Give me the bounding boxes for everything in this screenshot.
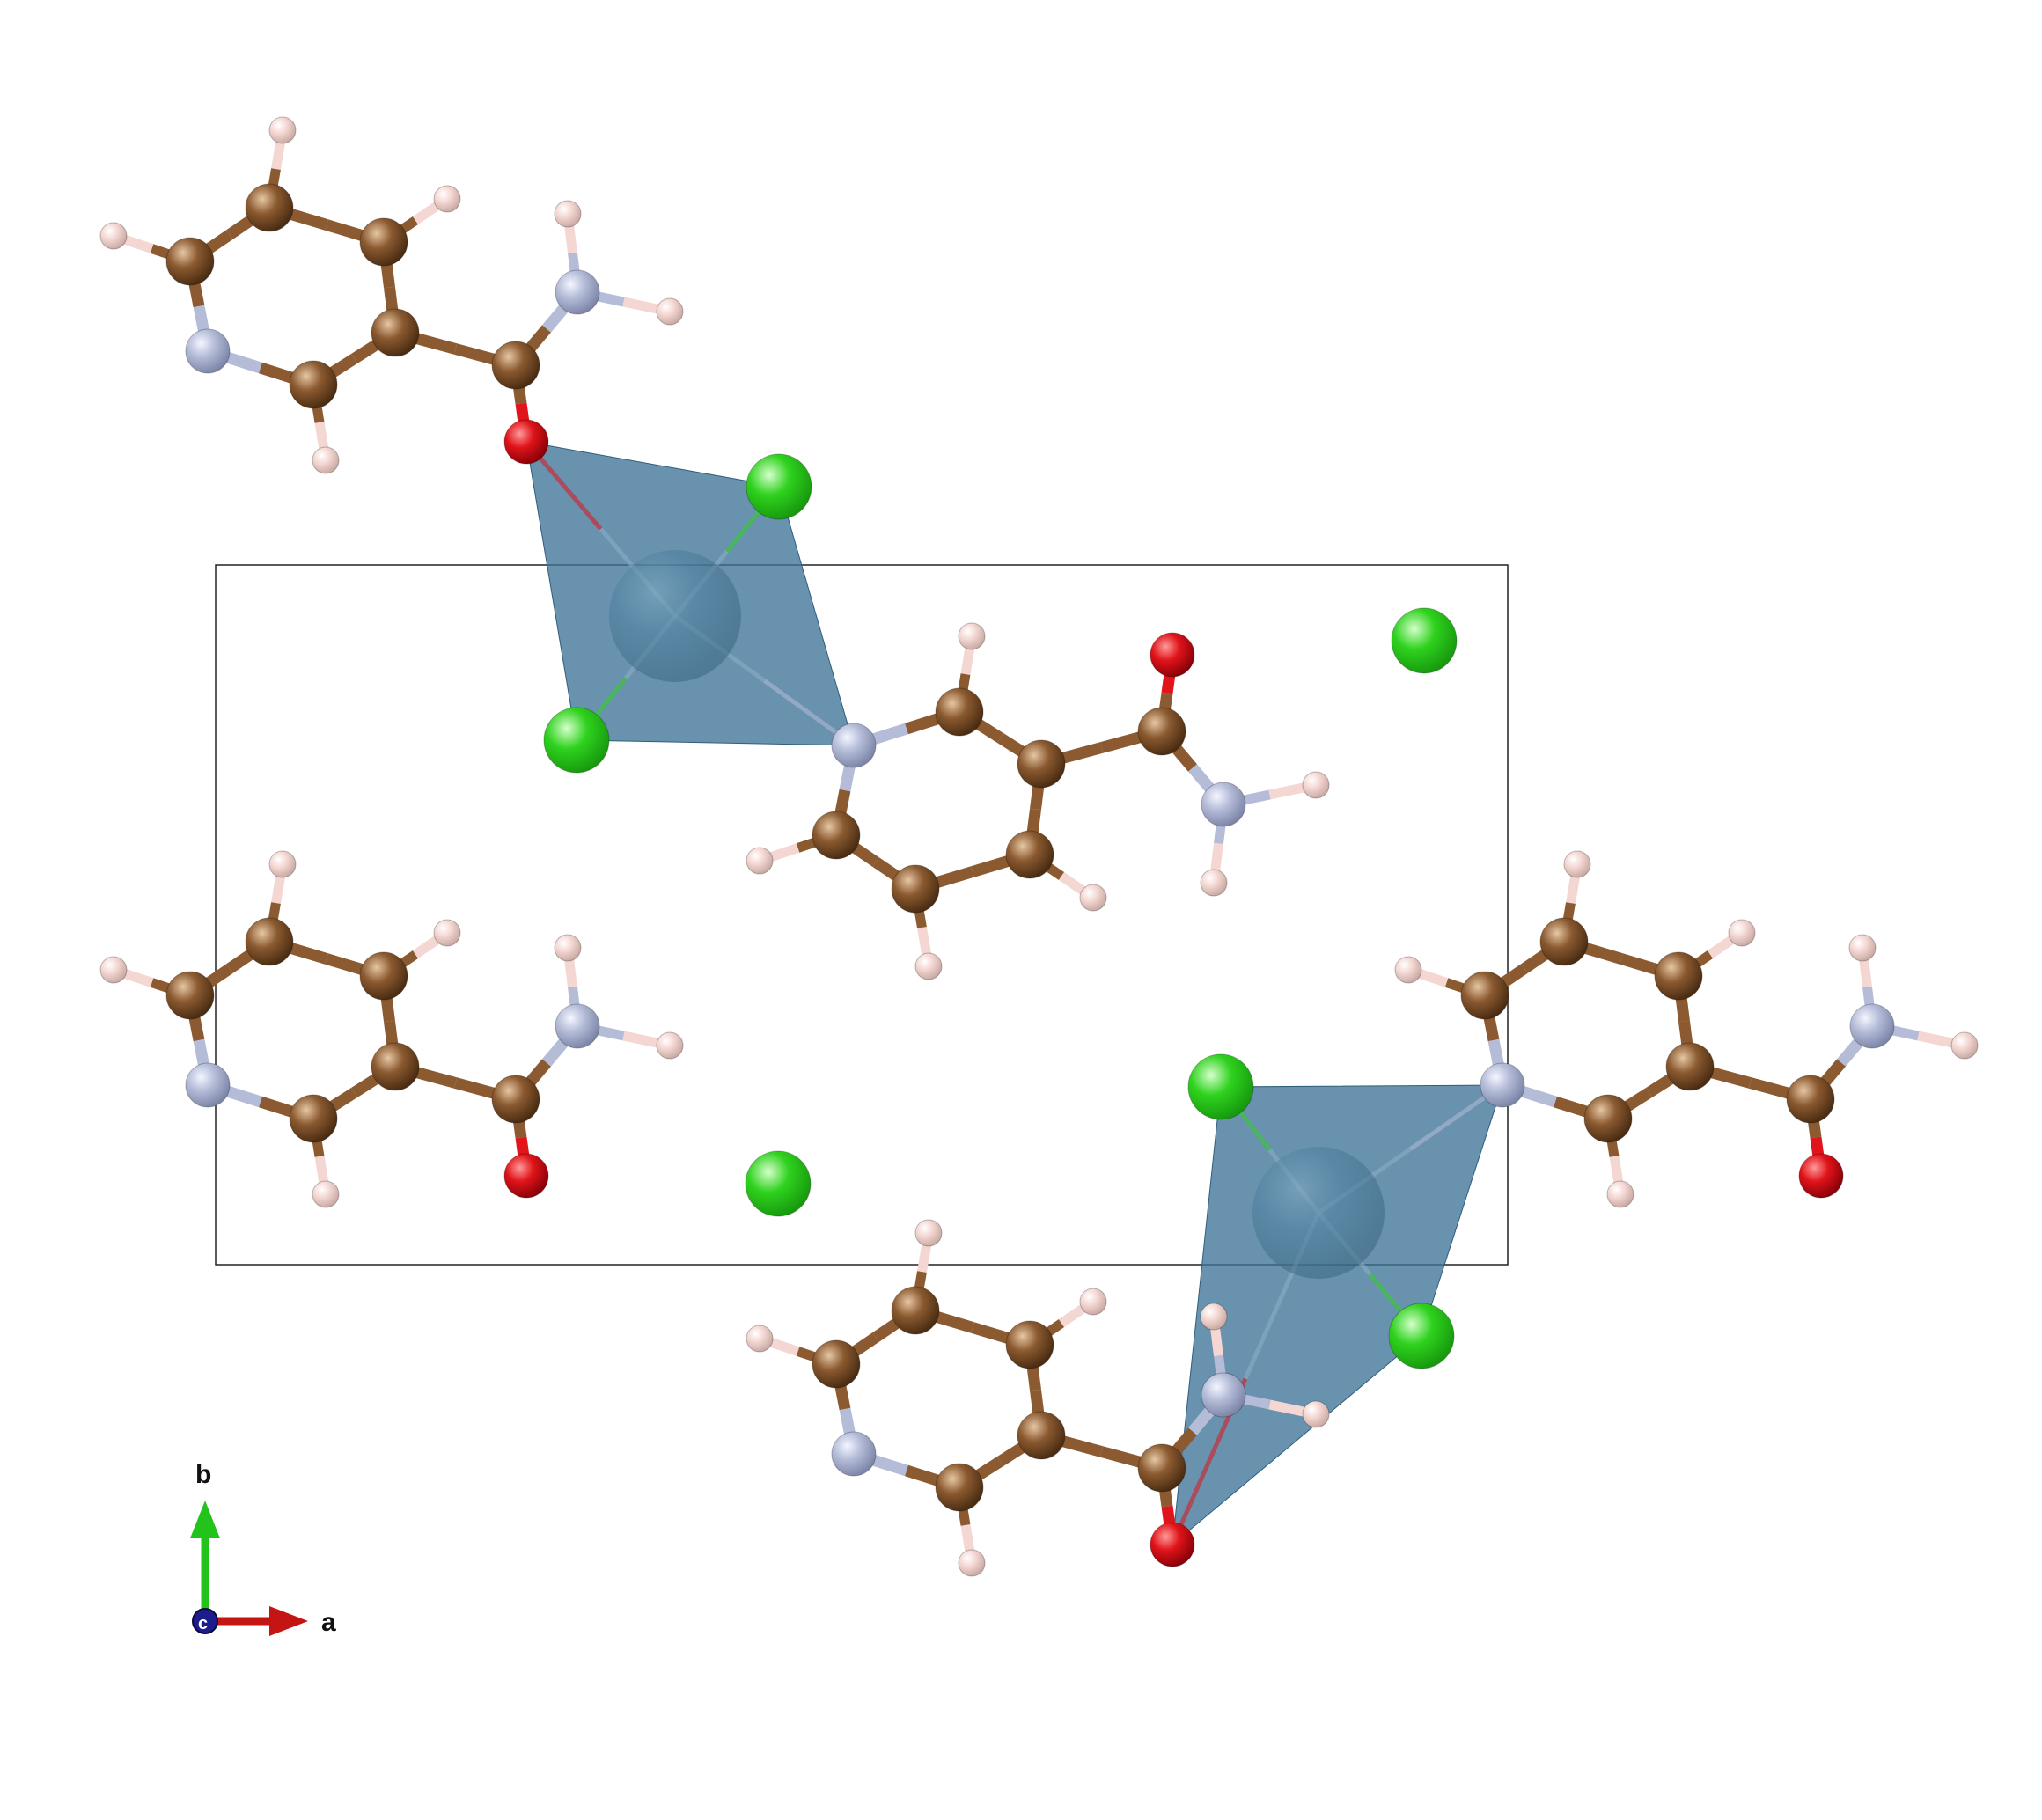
carbon-atom xyxy=(491,1075,540,1124)
oxygen-atom xyxy=(503,419,549,465)
axis-indicator: b a c xyxy=(190,1460,336,1637)
carbon-atom xyxy=(165,971,215,1020)
nitrogen-atom xyxy=(185,328,231,374)
carbon-atom xyxy=(359,951,408,1001)
hydrogen-atom xyxy=(312,1180,340,1208)
carbon-atom xyxy=(245,183,294,232)
hydrogen-atom xyxy=(554,200,582,228)
hydrogen-atom xyxy=(656,1031,684,1060)
carbon-atom xyxy=(371,308,420,357)
axis-b-arrowhead xyxy=(190,1501,220,1538)
carbon-atom xyxy=(165,237,215,286)
hydrogen-atom xyxy=(312,446,340,474)
carbon-atom xyxy=(1654,951,1703,1001)
chlorine-atom xyxy=(1391,607,1458,674)
carbon-atom xyxy=(812,1339,861,1389)
oxygen-atom xyxy=(1150,632,1195,678)
hydrogen-atom xyxy=(268,116,297,144)
hydrogen-atom xyxy=(1302,1400,1330,1428)
hydrogen-atom xyxy=(958,1549,986,1577)
axis-b-label: b xyxy=(195,1460,211,1489)
nitrogen-atom xyxy=(555,269,600,315)
hydrogen-atom xyxy=(656,297,684,326)
hydrogen-atom xyxy=(1302,771,1330,799)
carbon-atom xyxy=(891,864,940,914)
chlorine-atom xyxy=(543,707,610,774)
axis-c-label: c xyxy=(198,1614,208,1633)
unit-cell-box xyxy=(215,564,1509,1266)
hydrogen-atom xyxy=(1079,1288,1107,1316)
axis-a-label: a xyxy=(321,1608,336,1637)
oxygen-atom xyxy=(503,1153,549,1199)
axis-a-arrowhead xyxy=(269,1606,308,1636)
hydrogen-atom xyxy=(1079,884,1107,912)
hydrogen-atom xyxy=(958,622,986,650)
carbon-atom xyxy=(371,1042,420,1091)
hydrogen-atom xyxy=(554,934,582,962)
hydrogen-atom xyxy=(433,185,461,213)
hydrogen-atom xyxy=(99,956,128,984)
hydrogen-atom xyxy=(914,1219,943,1247)
carbon-atom xyxy=(891,1286,940,1335)
carbon-atom xyxy=(1137,707,1186,756)
chlorine-atom xyxy=(1388,1303,1455,1369)
atoms xyxy=(99,116,1979,1577)
hydrogen-atom xyxy=(1200,869,1228,897)
metal-atom xyxy=(1252,1147,1385,1279)
carbon-atom xyxy=(359,217,408,267)
nitrogen-atom xyxy=(555,1003,600,1049)
carbon-atom xyxy=(1539,917,1589,966)
carbon-atom xyxy=(1665,1042,1715,1091)
carbon-atom xyxy=(935,687,984,737)
hydrogen-atom xyxy=(746,847,774,875)
chlorine-atom xyxy=(746,453,812,520)
carbon-atom xyxy=(1005,1320,1054,1369)
carbon-atom xyxy=(245,917,294,966)
carbon-atom xyxy=(491,341,540,390)
carbon-atom xyxy=(935,1463,984,1512)
carbon-atom xyxy=(812,811,861,860)
carbon-atom xyxy=(289,360,338,409)
hydrogen-atom xyxy=(268,850,297,878)
nitrogen-atom xyxy=(185,1062,231,1108)
nitrogen-atom xyxy=(1849,1003,1895,1049)
hydrogen-atom xyxy=(99,222,128,250)
carbon-atom xyxy=(289,1094,338,1143)
axis-c-dot xyxy=(192,1608,218,1634)
chlorine-atom xyxy=(1187,1053,1254,1120)
carbon-atom xyxy=(1460,971,1509,1020)
nitrogen-atom xyxy=(831,1431,877,1477)
nitrogen-atom xyxy=(831,723,877,768)
chlorine-atom xyxy=(745,1150,812,1217)
hydrogen-atom xyxy=(1200,1303,1228,1331)
carbon-atom xyxy=(1017,739,1066,789)
carbon-atom xyxy=(1017,1411,1066,1460)
hydrogen-atom xyxy=(914,952,943,980)
carbon-atom xyxy=(1005,830,1054,879)
hydrogen-atom xyxy=(1728,919,1756,947)
nitrogen-atom xyxy=(1480,1062,1525,1108)
carbon-atom xyxy=(1137,1443,1186,1493)
hydrogen-atom xyxy=(1563,850,1591,878)
hydrogen-atom xyxy=(1848,934,1877,962)
hydrogen-atom xyxy=(1950,1031,1979,1060)
hydrogen-atom xyxy=(1606,1180,1634,1208)
hydrogen-atom xyxy=(433,919,461,947)
nitrogen-atom xyxy=(1201,1372,1246,1418)
hydrogen-atom xyxy=(746,1325,774,1353)
metal-atom xyxy=(609,550,741,682)
unit-cell xyxy=(215,564,1509,1266)
oxygen-atom xyxy=(1150,1522,1195,1567)
hydrogen-atom xyxy=(1394,956,1422,984)
carbon-atom xyxy=(1583,1094,1633,1143)
nitrogen-atom xyxy=(1201,782,1246,827)
oxygen-atom xyxy=(1798,1153,1844,1199)
carbon-atom xyxy=(1786,1075,1835,1124)
